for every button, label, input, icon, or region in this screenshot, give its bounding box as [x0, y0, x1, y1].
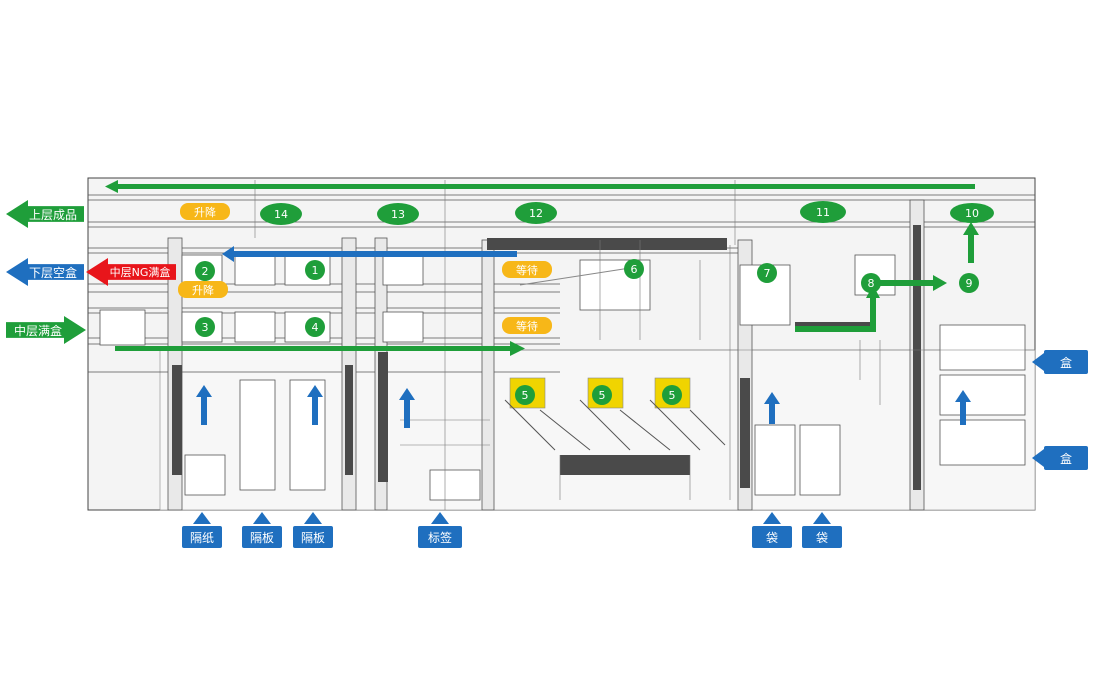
station-marker: 6: [624, 259, 644, 279]
input-spacer-board-1: 隔板: [242, 512, 282, 548]
station-marker: 11: [800, 201, 846, 223]
input-spacer-paper: 隔纸: [182, 512, 222, 548]
station-marker: 5: [662, 385, 682, 405]
up-arrow-icon: [304, 512, 322, 524]
left-arrow-icon: [1032, 353, 1044, 371]
input-spacer-board-2: 隔板: [293, 512, 333, 548]
station-marker: 12: [515, 202, 557, 224]
input-bag-1-label: 袋: [752, 526, 792, 548]
station-marker: 5: [592, 385, 612, 405]
green-flow: [105, 180, 979, 356]
input-bag-2: 袋: [802, 512, 842, 548]
side-arrow-lower-empty-box-label: 下层空盒: [28, 265, 77, 280]
up-arrow-icon: [193, 512, 211, 524]
input-box-2: 盒: [1030, 446, 1088, 470]
blue-up-arrows: [196, 385, 971, 428]
up-arrow-icon: [431, 512, 449, 524]
station-marker: 1: [305, 260, 325, 280]
input-spacer-board-1-label: 隔板: [242, 526, 282, 548]
input-bag-1: 袋: [752, 512, 792, 548]
up-arrow-icon: [763, 512, 781, 524]
input-box-2-label: 盒: [1044, 446, 1088, 470]
side-arrow-upper-finished-label: 上层成品: [28, 207, 77, 222]
diagonal-arms: [504, 267, 726, 451]
input-spacer-paper-label: 隔纸: [182, 526, 222, 548]
station-marker: 7: [757, 263, 777, 283]
status-tag-wait: 等待: [502, 261, 552, 278]
station-marker: 10: [950, 203, 994, 223]
status-tag-lift: 升降: [178, 281, 228, 298]
station-marker: 9: [959, 273, 979, 293]
station-marker: 3: [195, 317, 215, 337]
input-bag-2-label: 袋: [802, 526, 842, 548]
input-spacer-board-2-label: 隔板: [293, 526, 333, 548]
status-tag-wait: 等待: [502, 317, 552, 334]
side-arrow-middle-ng-box-label: 中层NG满盒: [109, 266, 171, 279]
trays: [99, 254, 1026, 501]
input-box-1-label: 盒: [1044, 350, 1088, 374]
detail-lines: [254, 180, 1035, 510]
input-label: 标签: [418, 512, 462, 548]
status-tag-lift: 升降: [180, 203, 230, 220]
left-arrow-icon: [1032, 449, 1044, 467]
up-arrow-icon: [253, 512, 271, 524]
station-marker: 13: [377, 203, 419, 225]
station-marker: 2: [195, 261, 215, 281]
blue-flow: [222, 246, 517, 262]
side-arrow-middle-full-box-label: 中层满盒: [13, 323, 62, 338]
station-marker: 14: [260, 203, 302, 225]
station-marker: 8: [861, 273, 881, 293]
input-label-label: 标签: [418, 526, 462, 548]
input-box-1: 盒: [1030, 350, 1088, 374]
station-marker: 5: [515, 385, 535, 405]
station-marker: 4: [305, 317, 325, 337]
up-arrow-icon: [813, 512, 831, 524]
